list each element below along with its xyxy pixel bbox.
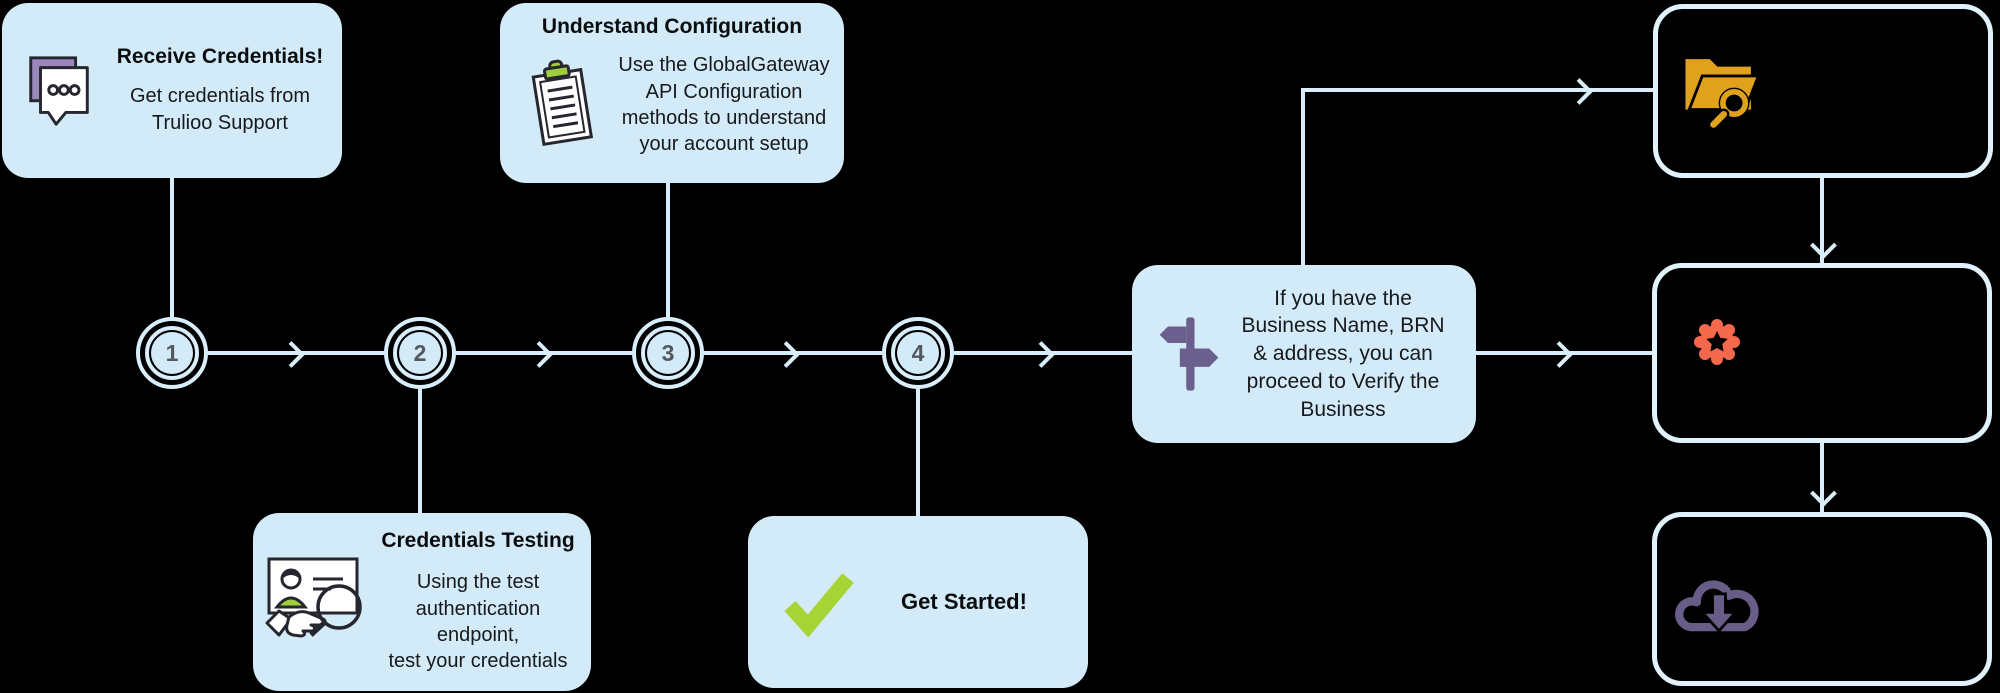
connector-righttop-rightmiddle	[1820, 178, 1824, 263]
connector-rightmiddle-rightbottom	[1820, 443, 1824, 512]
box-title: Credentials Testing	[381, 529, 575, 553]
chat-bubbles-icon	[8, 52, 112, 130]
id-card-search-icon	[259, 555, 379, 649]
step-node-1: 1	[136, 317, 208, 389]
arrowhead-right-icon	[773, 341, 800, 368]
box-understand-configuration: Understand Configuration	[500, 3, 844, 183]
step-number: 4	[897, 332, 939, 374]
arrowhead-down-icon	[1810, 480, 1837, 507]
box-body: Using the test authentication endpoint, …	[388, 571, 568, 673]
step-node-ring: 4	[891, 326, 945, 380]
checkmark-icon	[782, 564, 858, 640]
step-node-4: 4	[882, 317, 954, 389]
arrowhead-right-icon	[526, 341, 553, 368]
arrowhead-right-icon	[1566, 78, 1593, 105]
connector-decision-elbow-vertical	[1301, 90, 1305, 265]
cloud-download-icon	[1671, 565, 1767, 645]
box-credentials-testing: Credentials Testing Using the test authe…	[253, 513, 591, 691]
connector-receive-to-step1	[170, 178, 174, 317]
connector-step3-step4	[704, 351, 882, 355]
connector-step2-step3	[456, 351, 632, 355]
box-body: If you have the Business Name, BRN & add…	[1241, 286, 1445, 421]
step-node-ring: 1	[145, 326, 199, 380]
arrowhead-down-icon	[1810, 232, 1837, 259]
clipboard-icon	[510, 57, 614, 153]
connector-step2-testing	[418, 389, 422, 513]
connector-decision-rightmiddle	[1476, 351, 1652, 355]
step-number: 2	[399, 332, 441, 374]
box-title: Get Started!	[901, 589, 1027, 614]
step-number: 3	[647, 332, 689, 374]
box-receive-credentials: Receive Credentials! Get credentials fro…	[2, 3, 342, 178]
step-number: 1	[151, 332, 193, 374]
connector-step4-decision	[954, 351, 1132, 355]
arrowhead-right-icon	[278, 341, 305, 368]
box-title: Understand Configuration	[541, 15, 803, 38]
connector-config-step3	[666, 183, 670, 317]
arrowhead-right-icon	[1546, 341, 1573, 368]
box-decision-verify-business: If you have the Business Name, BRN & add…	[1132, 265, 1476, 443]
connector-step1-step2	[208, 351, 384, 355]
box-right-top	[1653, 4, 1993, 178]
box-get-started: Get Started!	[748, 516, 1088, 688]
step-node-3: 3	[632, 317, 704, 389]
step-node-2: 2	[384, 317, 456, 389]
folder-search-icon	[1678, 49, 1764, 129]
connector-decision-elbow-horizontal	[1301, 88, 1653, 92]
step-node-ring: 2	[393, 326, 447, 380]
badge-star-icon	[1693, 318, 1741, 366]
box-right-middle	[1652, 263, 1992, 443]
box-body: Get credentials from Trulioo Support	[129, 85, 311, 134]
step-node-ring: 3	[641, 326, 695, 380]
box-body: Use the GlobalGateway API Configuration …	[618, 54, 830, 156]
arrowhead-right-icon	[1028, 341, 1055, 368]
box-right-bottom	[1652, 512, 1992, 686]
connector-step4-start	[916, 389, 920, 516]
signpost-icon	[1156, 311, 1222, 397]
box-title: Receive Credentials!	[116, 45, 324, 69]
